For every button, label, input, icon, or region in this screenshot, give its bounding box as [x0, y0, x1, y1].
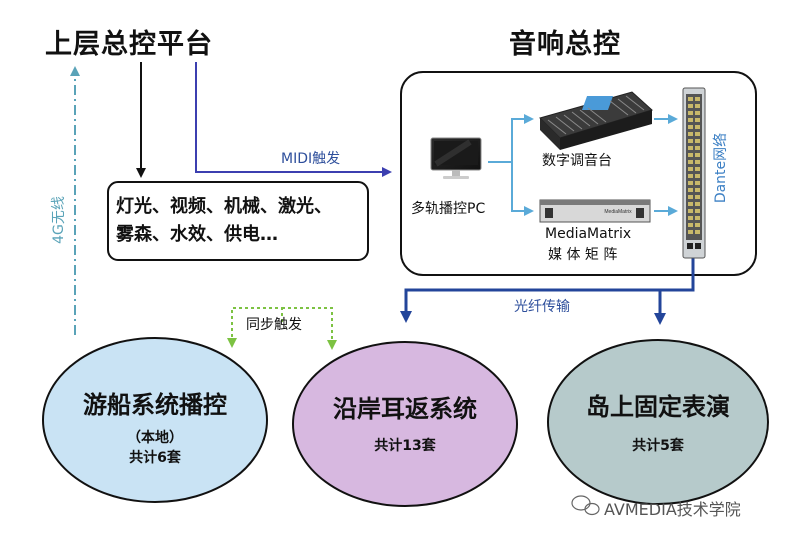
shore-title: 沿岸耳返系统 [333, 395, 477, 423]
audio-master-title: 音响总控 [509, 29, 621, 60]
cruise-ellipse [42, 337, 268, 503]
sync-label: 同步触发 [246, 317, 302, 333]
dante-switch-icon [682, 87, 706, 259]
cruise-title: 游船系统播控 [83, 391, 227, 419]
control-types-line1: 灯光、视频、机械、激光、 [116, 196, 332, 217]
island-title: 岛上固定表演 [586, 393, 730, 421]
pc-monitor-icon [430, 137, 482, 179]
midi-label: MIDI触发 [281, 151, 341, 167]
dante-label: Dante网络 [713, 132, 729, 204]
cruise-sub2: 共计6套 [129, 450, 181, 466]
audio-master-box [400, 71, 757, 276]
watermark-text: AVMEDIA技术学院 [604, 500, 741, 519]
island-sub1: 共计5套 [632, 438, 684, 454]
pc-to-matrix-arrow [488, 161, 534, 216]
shore-ellipse [292, 341, 518, 507]
control-types-box [107, 181, 369, 261]
sync-trigger-line-left [227, 307, 283, 348]
mediamatrix-device-icon [539, 199, 651, 223]
matrix-label-line1: MediaMatrix [545, 226, 632, 242]
cruise-sub1: （本地） [127, 430, 183, 446]
fiber-line-main [400, 257, 695, 323]
midi-trigger-line [195, 62, 392, 177]
shore-sub1: 共计13套 [374, 438, 436, 454]
fiber-label: 光纤传输 [514, 299, 570, 315]
mediamatrix-device-text: MediaMatrix [604, 209, 632, 215]
wechat-icon [571, 495, 600, 516]
wireless-label: 4G无线 [51, 196, 67, 244]
upper-platform-title: 上层总控平台 [45, 29, 213, 60]
pc-label: 多轨播控PC [411, 201, 486, 217]
island-ellipse [547, 339, 769, 505]
control-types-line2: 雾森、水效、供电… [116, 224, 278, 245]
mixer-label: 数字调音台 [542, 153, 612, 169]
mixer-console-icon [539, 91, 653, 150]
sync-trigger-line-right [282, 307, 337, 350]
matrix-label-line2: 媒 体 矩 阵 [548, 247, 618, 263]
